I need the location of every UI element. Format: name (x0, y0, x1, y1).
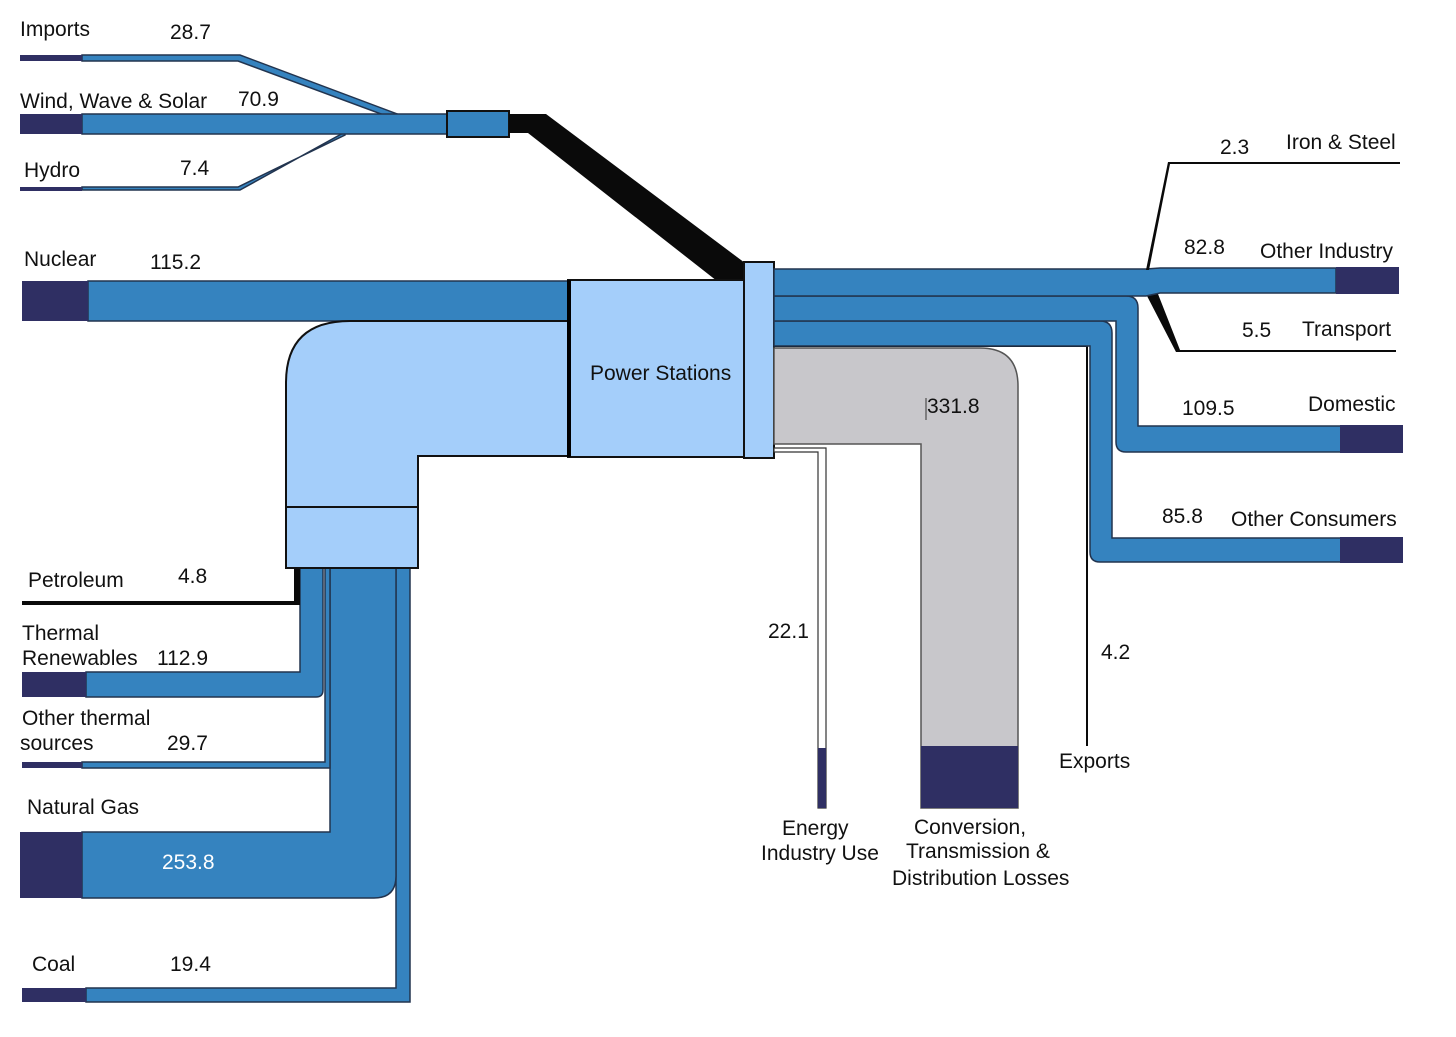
other-industry-node (1336, 267, 1399, 294)
natural-gas-flow (20, 567, 397, 899)
wind-wave-solar-flow (20, 113, 449, 135)
hydro-label: Hydro (24, 159, 80, 182)
energy-industry-value: 22.1 (768, 620, 809, 643)
petroleum-label: Petroleum (28, 569, 124, 592)
domestic-value: 109.5 (1182, 397, 1235, 420)
losses-node (921, 746, 1018, 808)
petroleum-value: 4.8 (178, 565, 207, 588)
losses-label-2: Transmission & (906, 840, 1050, 863)
thermal-renewables-label-2: Renewables (22, 647, 138, 670)
losses-value: 331.8 (927, 395, 980, 418)
other-industry-flow (773, 267, 1337, 297)
energy-industry-node (818, 748, 826, 808)
nuclear-label: Nuclear (24, 248, 96, 271)
iron-steel-label: Iron & Steel (1286, 131, 1396, 154)
other-consumers-value: 85.8 (1162, 505, 1203, 528)
losses-flow (773, 347, 1019, 809)
wind-value: 70.9 (238, 88, 279, 111)
domestic-label: Domestic (1308, 393, 1396, 416)
fuel-collector-node (285, 506, 419, 569)
energy-industry-label-2: Industry Use (761, 842, 879, 865)
hydro-value: 7.4 (180, 157, 210, 180)
losses-label-1: Conversion, (914, 816, 1026, 839)
renewables-collector-node (446, 110, 510, 138)
domestic-node (1340, 425, 1403, 453)
iron-steel-value: 2.3 (1220, 136, 1249, 159)
wind-label: Wind, Wave & Solar (20, 90, 207, 113)
other-industry-label: Other Industry (1260, 240, 1394, 263)
losses-label-3: Distribution Losses (892, 867, 1069, 890)
exports-value: 4.2 (1101, 641, 1130, 664)
other-industry-value: 82.8 (1184, 236, 1225, 259)
other-consumers-label: Other Consumers (1231, 508, 1397, 531)
exports-label: Exports (1059, 750, 1130, 773)
energy-industry-label-1: Energy (782, 817, 849, 840)
imports-value: 28.7 (170, 21, 211, 44)
other-thermal-value: 29.7 (167, 732, 208, 755)
other-consumers-node (1340, 537, 1403, 563)
transport-label: Transport (1302, 318, 1391, 341)
petroleum-flow (22, 568, 300, 605)
coal-value: 19.4 (170, 953, 211, 976)
coal-label: Coal (32, 953, 75, 976)
thermal-renewables-value: 112.9 (157, 647, 208, 670)
nuclear-flow (22, 280, 571, 322)
other-thermal-label-1: Other thermal (22, 707, 150, 730)
power-stations-node (567, 279, 745, 458)
imports-label: Imports (20, 18, 90, 41)
natural-gas-label: Natural Gas (27, 796, 139, 819)
power-stations-label: Power Stations (590, 362, 731, 385)
transport-value: 5.5 (1242, 319, 1271, 342)
power-stations-output-node (743, 261, 775, 459)
nuclear-value: 115.2 (150, 251, 201, 274)
renewables-to-power-flow (509, 114, 745, 281)
natural-gas-value: 253.8 (162, 851, 215, 874)
thermal-renewables-label-1: Thermal (22, 622, 99, 645)
other-thermal-label-2: sources (20, 732, 94, 755)
